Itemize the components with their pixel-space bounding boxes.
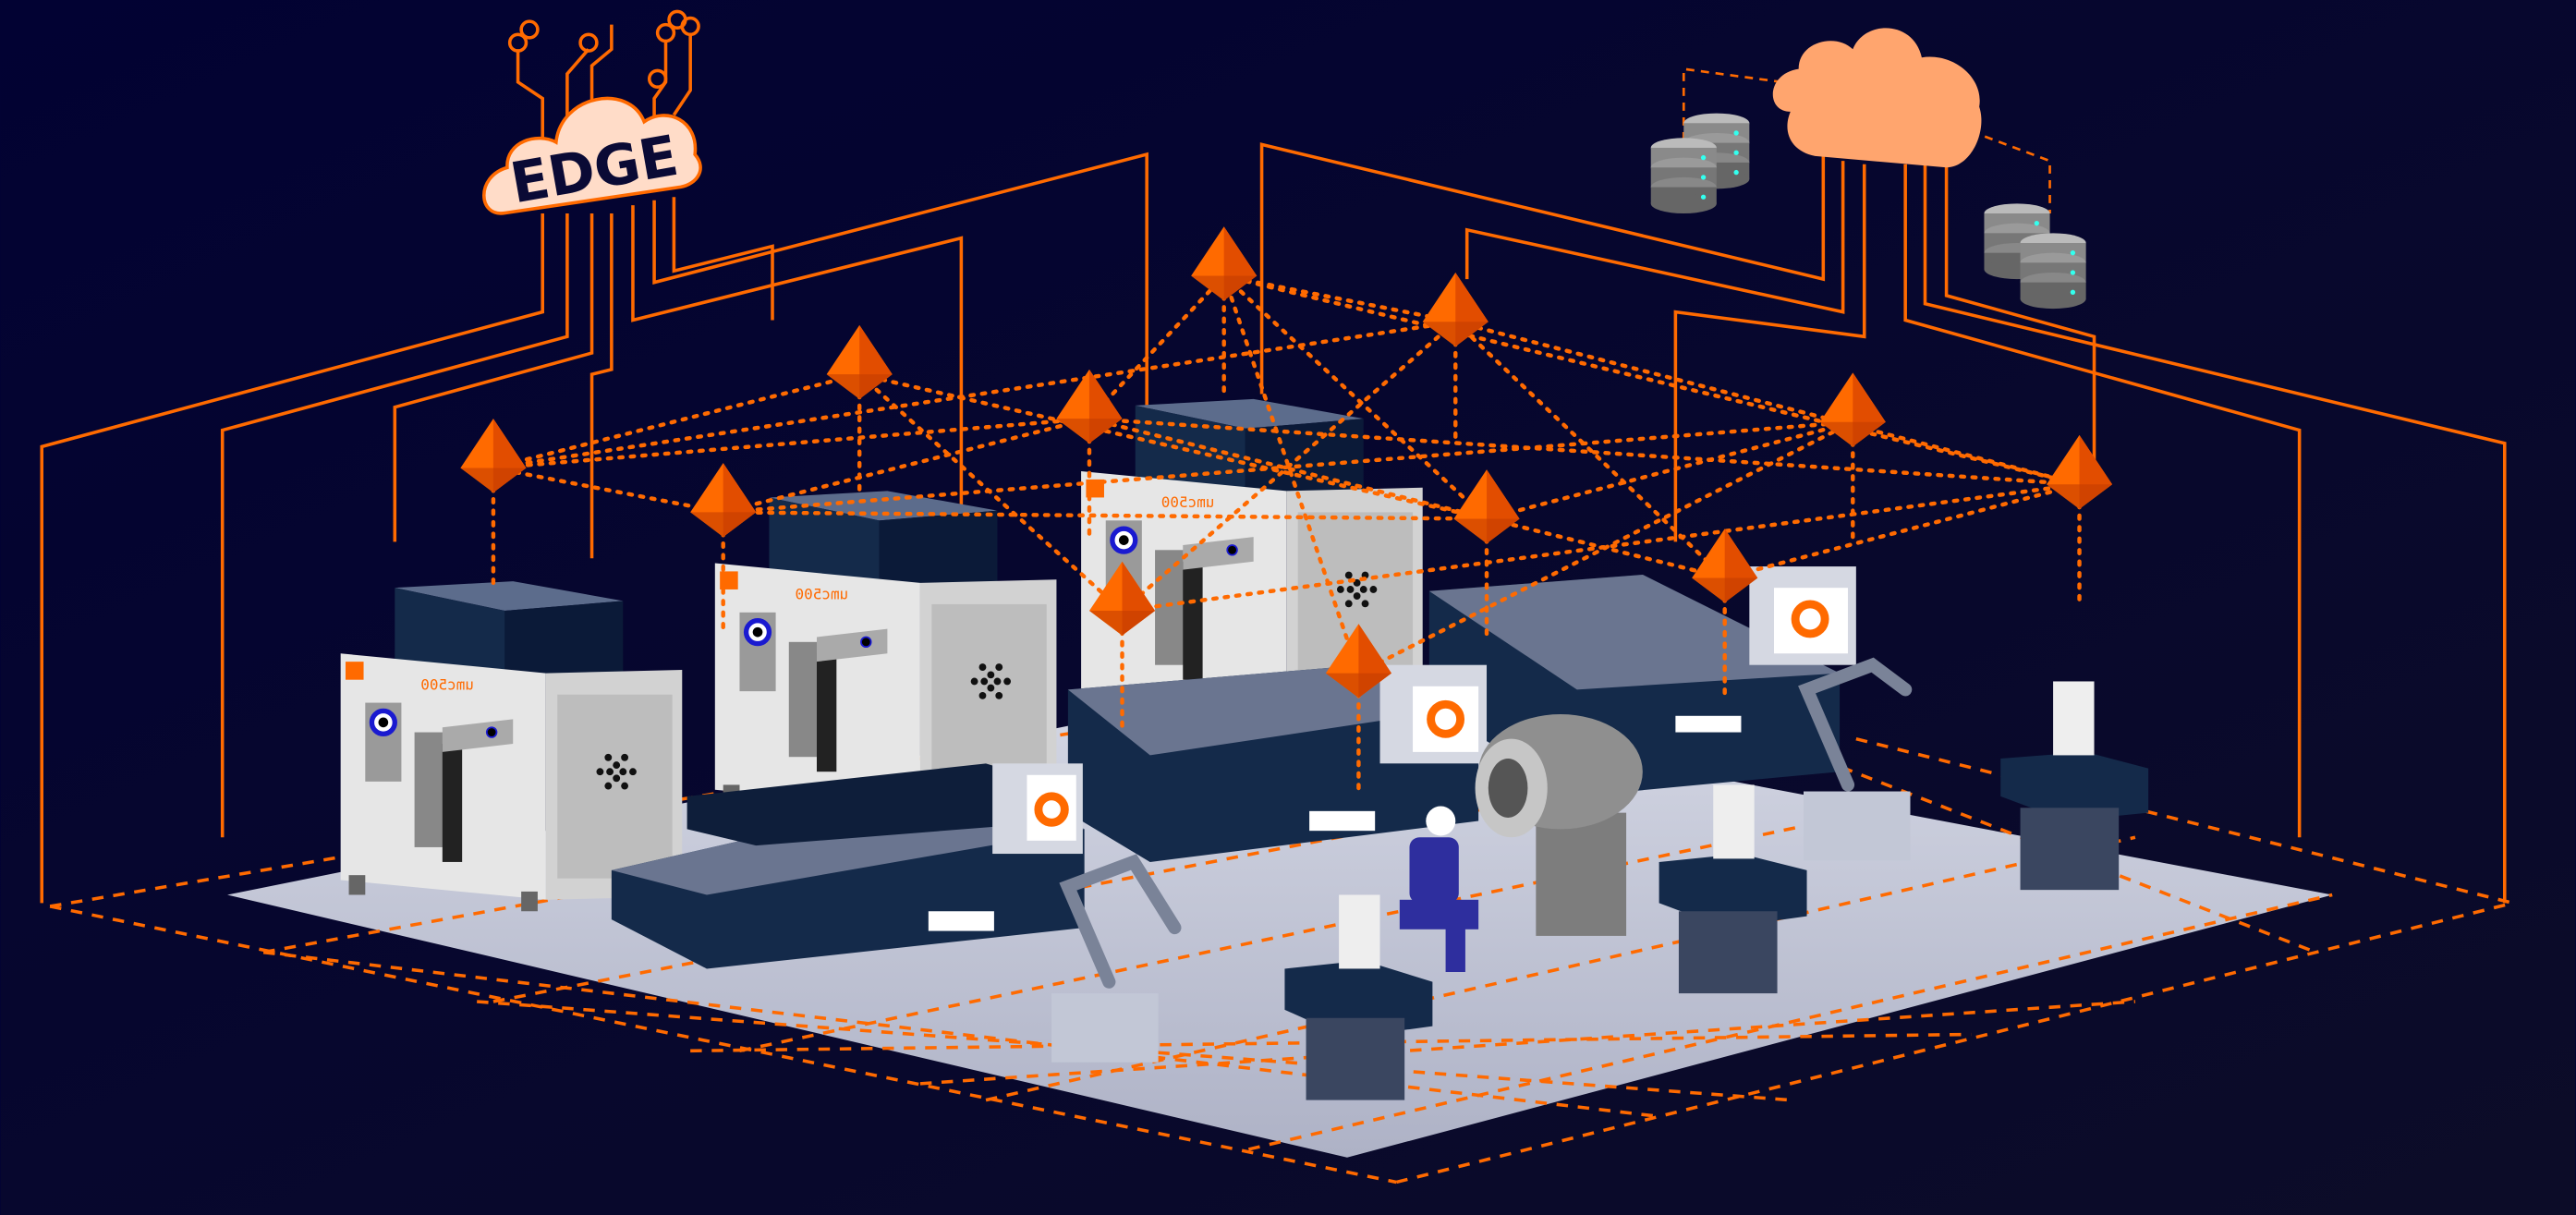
controller-boxes	[992, 566, 1856, 855]
cloud-dashed-links	[1682, 67, 2051, 214]
mesh-link	[491, 416, 1092, 470]
mesh-link	[1120, 320, 1458, 614]
mesh-link	[491, 371, 862, 470]
worker-icon	[1399, 806, 1479, 972]
cnc-machine: umc500	[714, 491, 1057, 821]
machine-label: umc500	[1161, 493, 1215, 511]
mesh-link	[1356, 419, 1855, 675]
mesh-link	[1722, 482, 2082, 580]
robot-base	[1803, 791, 1911, 861]
robot-base	[1051, 993, 1159, 1063]
sensor-stations	[1284, 681, 2149, 1100]
mesh-link	[1087, 273, 1226, 421]
mesh-link	[721, 510, 1489, 521]
mesh-link	[857, 371, 1489, 521]
database-icon	[1650, 138, 1717, 214]
cnc-machine: umc500	[1081, 398, 1423, 729]
machine-beds	[611, 574, 1841, 969]
mesh-link	[1221, 273, 1361, 675]
mesh-link	[1453, 320, 2082, 487]
database-icon	[2020, 233, 2086, 310]
mesh-link	[491, 466, 725, 515]
mesh-link	[1221, 273, 1489, 521]
mesh-link	[1221, 273, 2082, 487]
turbine-engine	[1475, 714, 1643, 936]
cnc-machine: umc500	[340, 581, 683, 912]
mesh-link	[491, 320, 1458, 470]
mesh-link	[721, 416, 1092, 515]
mesh-link	[1087, 416, 2082, 487]
mesh-links	[491, 273, 2082, 791]
mesh-link	[1120, 482, 2082, 614]
mesh-link	[1221, 273, 1458, 324]
circuit-terminals	[507, 9, 700, 89]
mesh-link	[1484, 419, 1855, 521]
network-lines	[40, 24, 2507, 904]
machine-label: umc500	[795, 586, 848, 603]
machine-label: umc500	[420, 675, 474, 693]
mesh-link	[857, 371, 1124, 614]
cloud-icon	[1772, 28, 1982, 168]
robot-arm-icon	[1059, 657, 1913, 989]
